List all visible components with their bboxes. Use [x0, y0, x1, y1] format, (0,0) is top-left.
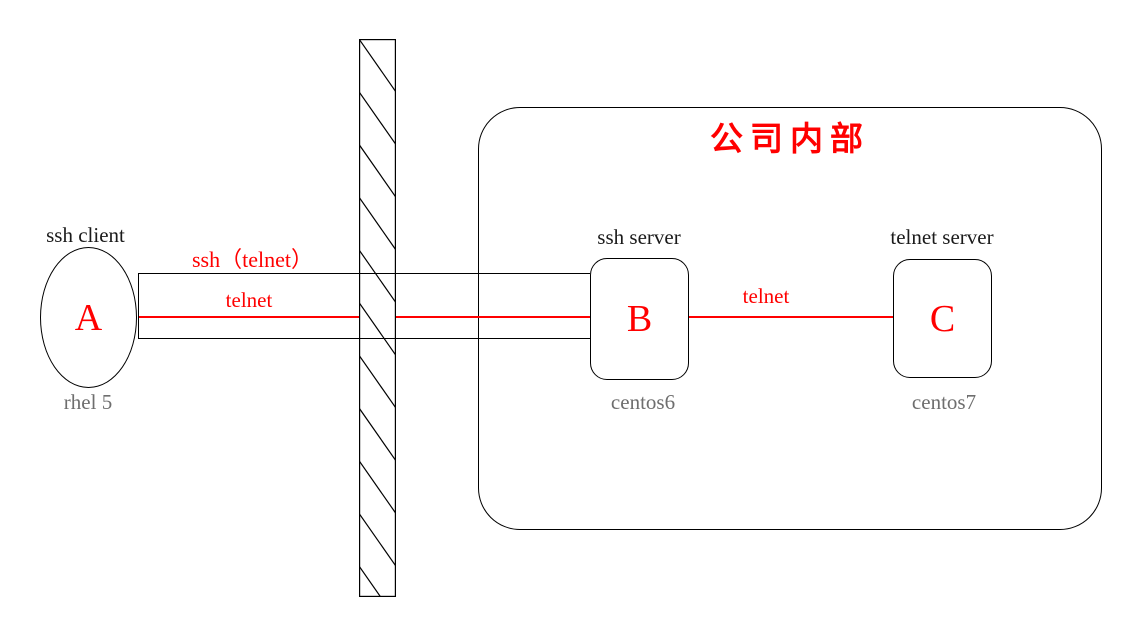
node-c-os-label: centos7 — [911, 390, 977, 414]
ssh-tunnel-bottom-line — [138, 338, 590, 340]
node-b-label: B — [626, 298, 653, 340]
node-c-label: C — [929, 297, 956, 340]
firewall-hatch-graphic — [358, 38, 397, 620]
ssh-tunnel-left-edge — [138, 273, 140, 339]
node-c-telnet-server: C — [893, 259, 992, 378]
ssh-tunnel-top-line — [138, 273, 590, 275]
node-a-ssh-client: A — [40, 247, 137, 388]
edge-label-telnet-bc: telnet — [742, 284, 790, 308]
node-c-role-label: telnet server — [890, 225, 994, 249]
node-a-role-label: ssh client — [46, 223, 125, 247]
telnet-line-b-to-c — [687, 316, 893, 318]
edge-label-telnet-ab: telnet — [225, 288, 273, 312]
node-a-label: A — [74, 296, 103, 339]
edge-label-ssh-telnet: ssh（telnet） — [192, 247, 313, 272]
firewall-barrier — [358, 38, 397, 620]
node-a-os-label: rhel 5 — [63, 390, 113, 414]
node-b-os-label: centos6 — [610, 390, 676, 414]
node-b-role-label: ssh server — [597, 225, 681, 249]
company-internal-title: 公司内部 — [710, 122, 870, 158]
company-internal-boundary — [478, 107, 1102, 530]
node-b-ssh-server: B — [590, 258, 689, 380]
